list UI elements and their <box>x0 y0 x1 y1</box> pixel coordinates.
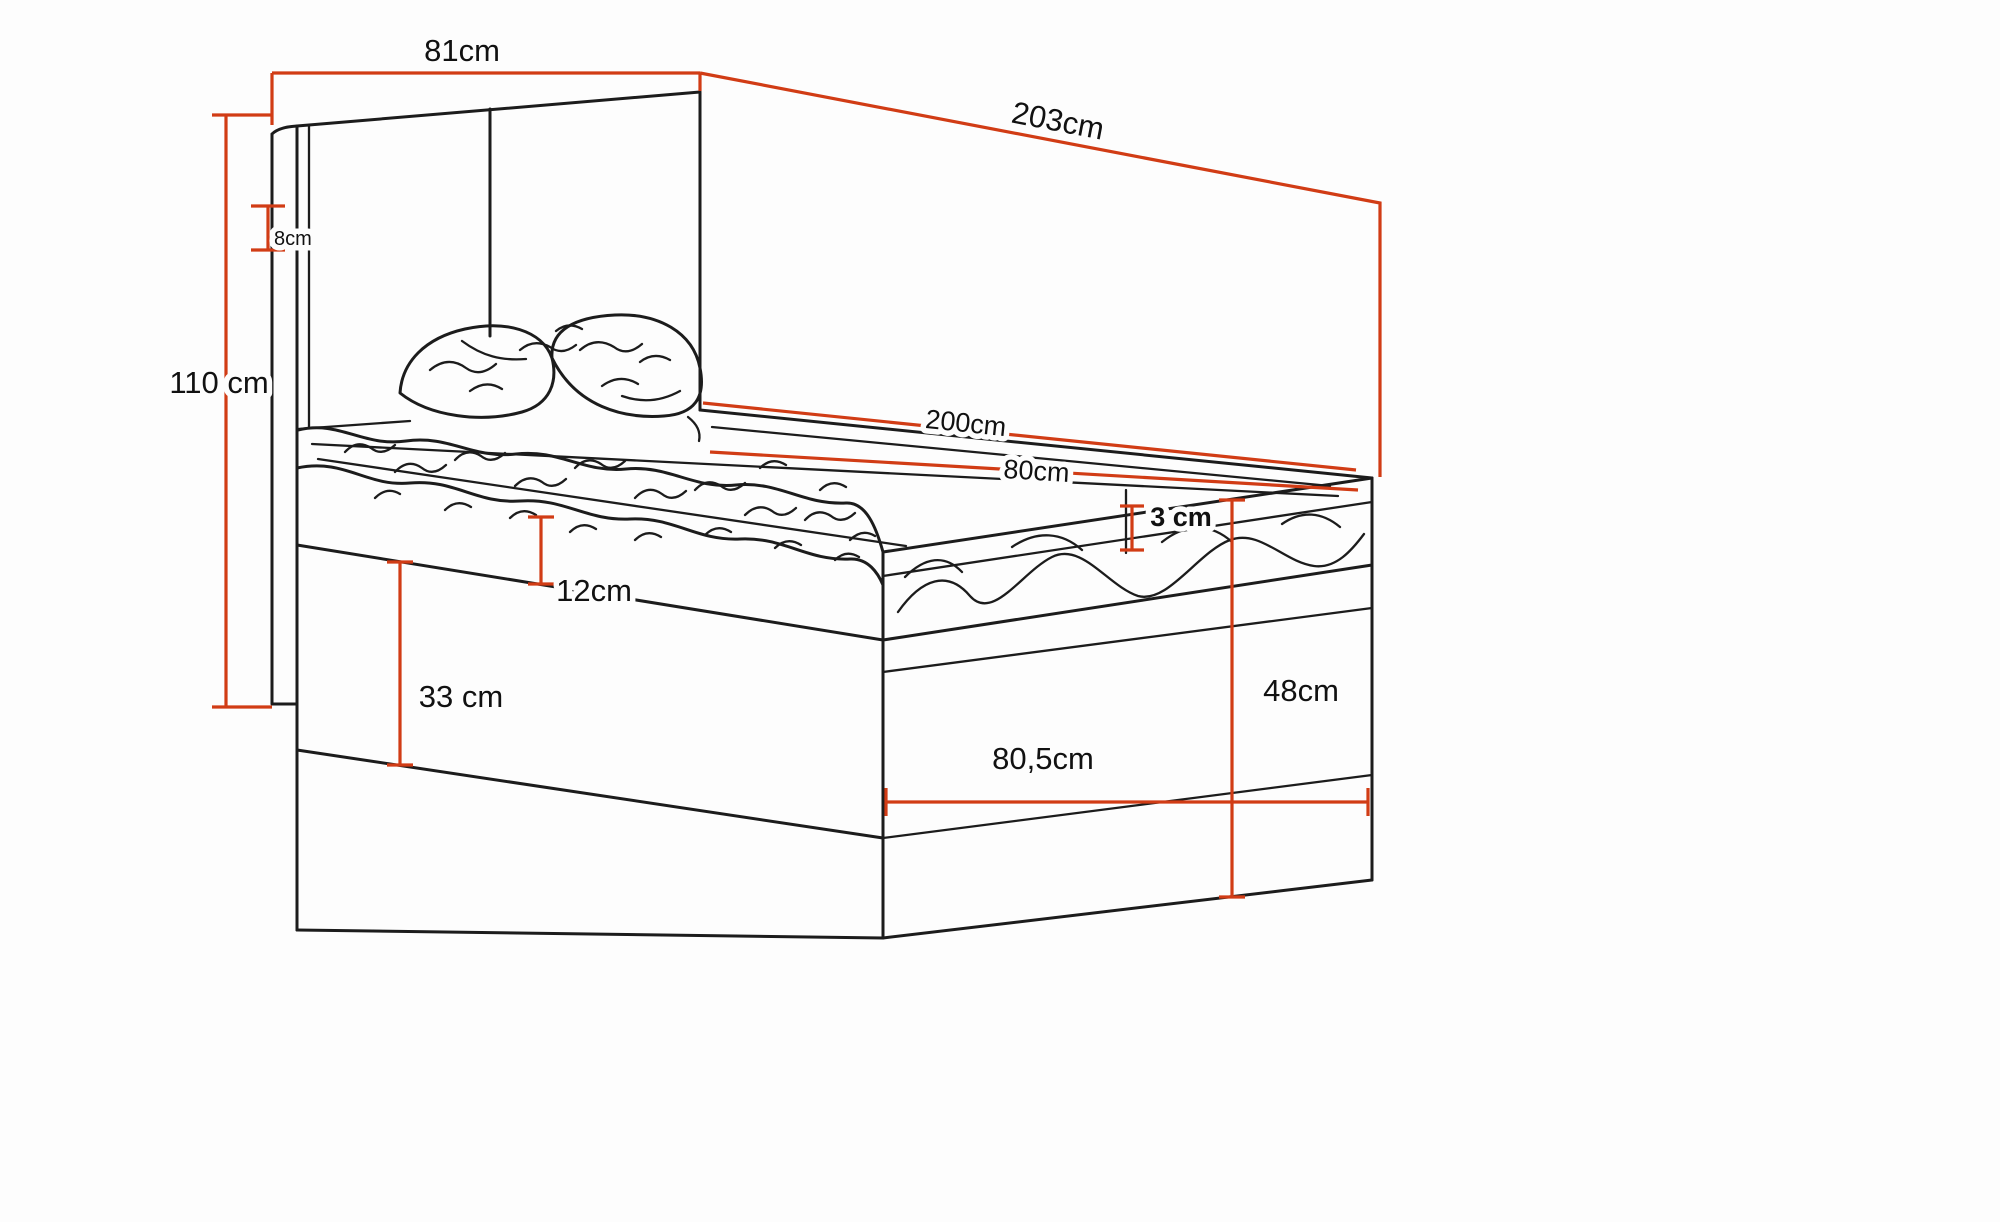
mattress-tufting-wave <box>896 532 1366 614</box>
headboard-height-label: 110 cm <box>169 365 268 400</box>
duvet-squiggles <box>343 443 877 562</box>
dim-line-sleeping-length <box>702 401 1357 472</box>
headboard-width-label: 81cm <box>424 33 500 68</box>
dim-line-overall-length <box>699 71 1382 477</box>
lower-box-seam-line <box>295 748 885 840</box>
lower-box-height-label: 33 cm <box>419 679 503 714</box>
duvet-hem-top-line <box>296 426 885 554</box>
mattress-back-edge-line <box>698 408 1374 480</box>
overall-length-label: 203cm <box>1009 95 1107 147</box>
dim-line-topper-height <box>1120 504 1144 552</box>
dim-line-sleeping-width <box>709 450 1359 492</box>
bed-outline <box>270 90 1374 940</box>
pillow-squiggles <box>428 324 682 402</box>
dimension-labels: 81cm 203cm 110 cm 8cm 200cm 80cm 3 cm 12… <box>164 28 1345 782</box>
duvet-hem-bottom-line <box>295 464 885 587</box>
headboard-top-edge-line <box>295 90 702 128</box>
topper-seam-line <box>881 500 1374 578</box>
foot-box-seam-line <box>881 606 1374 674</box>
dim-line-lower-box-height <box>387 560 413 767</box>
foot-end-width-label: 80,5cm <box>992 741 1094 776</box>
dimension-lines <box>212 71 1382 899</box>
dim-line-upper-box-height <box>528 515 554 586</box>
dim-line-foot-end-height <box>1219 498 1245 899</box>
upper-box-height-label: 12cm <box>556 573 632 608</box>
sleeping-length-label: 200cm <box>924 404 1008 442</box>
dim-line-headboard-width <box>270 71 702 125</box>
foot-end-height-label: 48cm <box>1263 673 1339 708</box>
headboard-post-outline <box>270 124 299 706</box>
foot-lower-seam-line <box>881 773 1374 840</box>
pillow-right-outline <box>550 313 703 418</box>
mattress-tufting-arcs <box>903 513 1342 579</box>
dim-line-headboard-height <box>212 113 272 709</box>
fabric-sketch <box>343 443 1366 614</box>
pillows-sketch <box>398 313 703 443</box>
pillow-corner-tail-line <box>686 415 701 443</box>
sleeping-width-label: 80cm <box>1003 454 1071 488</box>
topper-height-label: 3 cm <box>1150 502 1212 532</box>
frame-depth-label: 8cm <box>274 228 312 250</box>
mattress-top-fold-lines <box>310 425 1340 548</box>
dim-line-frame-depth <box>251 204 285 252</box>
dim-line-foot-end-width <box>884 788 1370 816</box>
mattress-foot-top-edge-line <box>881 476 1374 554</box>
bed-bottom-edge-line <box>295 878 1374 940</box>
mattress-foot-bottom-edge-line <box>881 563 1374 642</box>
